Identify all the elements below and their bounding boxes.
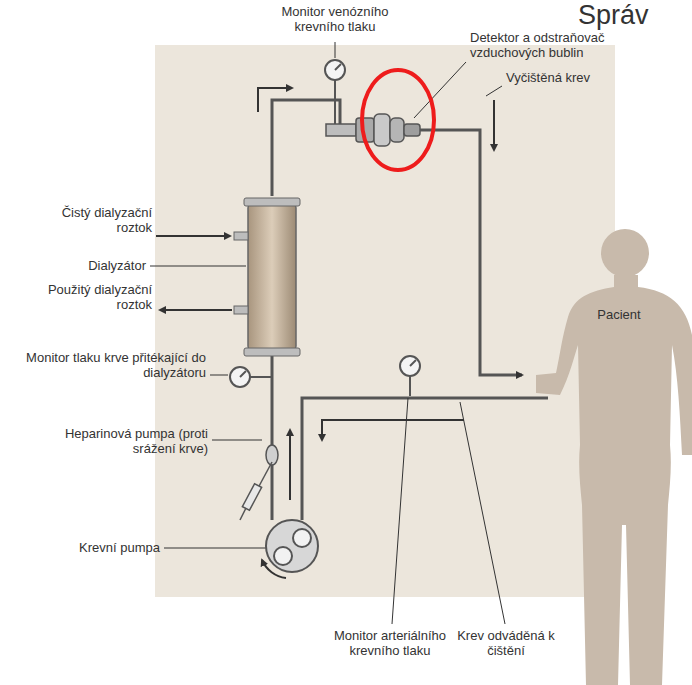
blood-tubes [272, 100, 548, 520]
part-label: Čistý dialyzační roztok [40, 205, 152, 235]
part-label: Krev odváděná k čištění [450, 628, 562, 658]
part-label: Monitor arteriálního krevního tlaku [320, 628, 460, 658]
pressure-gauges [230, 60, 420, 396]
machine-panel [155, 45, 615, 597]
dialyzer [234, 198, 300, 356]
patient-figure: Pacient [530, 225, 692, 685]
part-label: Krevní pumpa [58, 540, 160, 555]
part-label: Dialyzátor [40, 258, 146, 273]
highlight-ellipse [362, 70, 434, 170]
blood-pump [266, 520, 318, 572]
node-text: Pacient [530, 225, 692, 322]
part-label: Použitý dialyzační roztok [40, 282, 152, 312]
part-label: Heparinová pumpa (proti srážení krve) [58, 426, 208, 456]
part-label: Vyčištěná krev [506, 70, 626, 85]
bubble-detector [326, 114, 420, 146]
heparin-pump [240, 445, 278, 520]
part-label: Detektor a odstraňovač vzduchových bubli… [470, 30, 630, 60]
part-label: Monitor venózního krevního tlaku [255, 4, 415, 34]
part-label: Monitor tlaku krve přitékající do dialyz… [14, 350, 206, 380]
patient-silhouette [530, 225, 692, 685]
leader-lines [150, 42, 505, 624]
slide-title-fragment: Správ [578, 0, 690, 30]
